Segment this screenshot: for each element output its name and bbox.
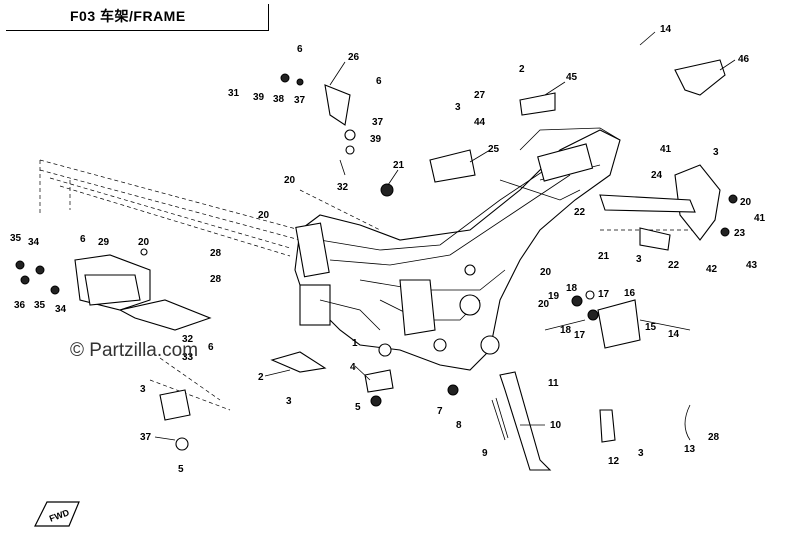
callout-41: 41: [660, 144, 672, 155]
callout-2: 2: [258, 372, 264, 383]
leader-lines: [154, 31, 736, 441]
callout-24: 23: [734, 228, 746, 239]
callout-27: 26: [348, 52, 360, 63]
callout-6: 6: [208, 342, 214, 353]
fwd-arrow-icon: FWD: [34, 501, 80, 527]
callout-28: 27: [474, 90, 486, 101]
callout-5: 5: [178, 464, 184, 475]
callout-13: 13: [684, 444, 696, 455]
page-title: F03 车架/FRAME: [70, 8, 186, 24]
callout-17: 17: [598, 289, 610, 300]
callout-39: 38: [273, 94, 285, 105]
callout-39: 39: [370, 134, 382, 145]
top-parts: [280, 73, 556, 197]
callout-36: 36: [14, 300, 26, 311]
callout-10: 10: [550, 420, 562, 431]
callout-3: 3: [638, 448, 644, 459]
callout-3: 3: [636, 254, 642, 265]
callout-3: 3: [713, 147, 719, 158]
callout-45: 44: [474, 117, 486, 128]
callout-23: 22: [668, 260, 680, 271]
callout-31: 29: [98, 237, 110, 248]
callout-15: 15: [645, 322, 657, 333]
callout-42: 43: [746, 260, 758, 271]
callout-6: 6: [80, 234, 86, 245]
callout-34: 34: [55, 304, 67, 315]
callout-37: 37: [140, 432, 152, 443]
callout-41: 41: [754, 213, 766, 224]
callout-33: 32: [182, 334, 194, 345]
callout-22: 22: [574, 207, 586, 218]
callout-14: 14: [668, 329, 680, 340]
callout-3: 3: [286, 396, 292, 407]
callout-44: 45: [566, 72, 578, 83]
callout-17: 17: [574, 330, 586, 341]
callout-38: 37: [294, 95, 306, 106]
callout-40: 39: [253, 92, 265, 103]
callout-20: 20: [538, 299, 550, 310]
callout-43: 42: [706, 264, 718, 275]
callout-3: 3: [455, 102, 461, 113]
main-frame: [294, 127, 621, 371]
callout-4: 4: [350, 362, 356, 373]
callout-20: 20: [258, 210, 270, 221]
callout-3: 2: [519, 64, 525, 75]
callout-20: 20: [540, 267, 552, 278]
callout-32: 32: [337, 182, 349, 193]
callout-7: 7: [437, 406, 443, 417]
callout-9: 9: [482, 448, 488, 459]
callout-35: 35: [34, 300, 46, 311]
callout-1: 1: [352, 338, 358, 349]
left-parts: [15, 248, 394, 451]
callout-26: 25: [488, 144, 500, 155]
callout-21: 21: [393, 160, 405, 171]
callout-11: 11: [548, 378, 559, 389]
callout-8: 8: [456, 420, 462, 431]
callout-33: 33: [182, 352, 194, 363]
callout-19: 19: [548, 291, 560, 302]
callout-28: 28: [708, 432, 720, 443]
callout-16: 16: [624, 288, 636, 299]
callout-6: 6: [376, 76, 382, 87]
callouts: 14 46 6 26 31 39 38 37 6 37 39 32 2 45 2…: [10, 24, 766, 475]
callout-20: 20: [740, 197, 752, 208]
callout-20: 20: [138, 237, 150, 248]
callout-20: 20: [284, 175, 296, 186]
callout-18: 18: [560, 325, 572, 336]
guide-lines: [39, 159, 700, 411]
callout-34: 34: [28, 237, 40, 248]
callout-22: 21: [598, 251, 610, 262]
callout-38: 37: [372, 117, 384, 128]
callout-35: 35: [10, 233, 22, 244]
callout-29: 28: [210, 274, 222, 285]
right-parts: [571, 59, 738, 441]
bottom-parts: [370, 371, 616, 471]
callout-5: 5: [355, 402, 361, 413]
callout-12: 12: [608, 456, 620, 467]
callout-14: 14: [660, 24, 672, 35]
callout-30: 28: [210, 248, 222, 259]
callout-32: 31: [228, 88, 240, 99]
watermark-text: © Partzilla.com: [70, 340, 199, 361]
callout-18: 18: [566, 283, 578, 294]
callout-6: 6: [297, 44, 303, 55]
title-frame: [6, 4, 269, 31]
callout-46: 46: [738, 54, 750, 65]
callout-3: 3: [140, 384, 146, 395]
callout-25: 24: [651, 170, 663, 181]
